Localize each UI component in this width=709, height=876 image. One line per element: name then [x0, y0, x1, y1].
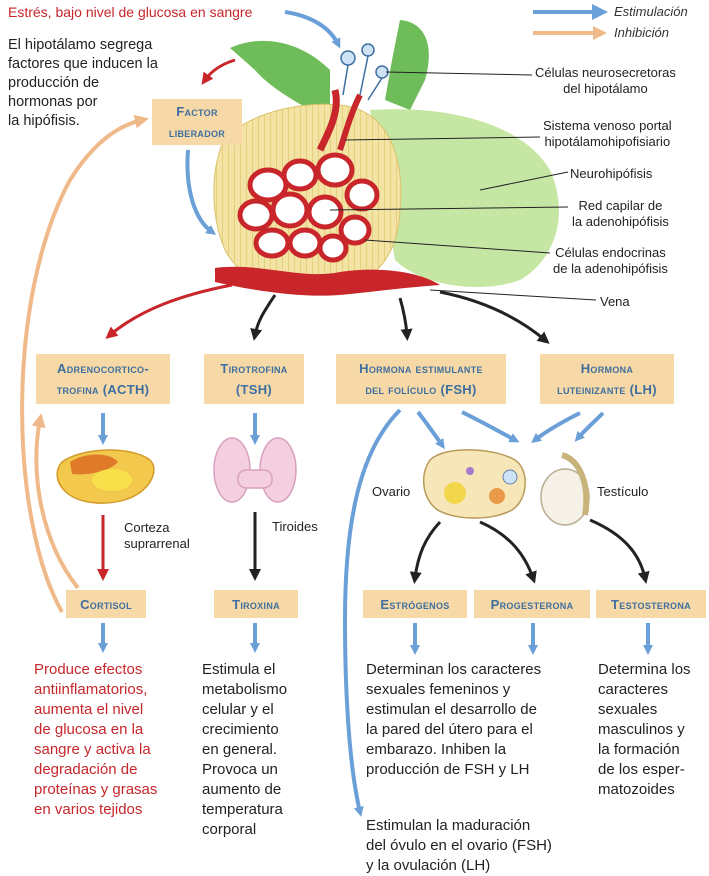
ovary-label: Ovario — [372, 484, 411, 499]
cortisol-box: Cortisol — [66, 590, 146, 618]
adrenal-gland-illustration — [56, 449, 155, 504]
hypothalamus-description: El hipotálamo segrega factores que induc… — [8, 37, 158, 129]
tiroxina-box: Tiroxina — [214, 590, 298, 618]
stress-arrow — [284, 10, 341, 49]
testicle-illustration — [540, 452, 590, 526]
ovary-illustration — [423, 449, 526, 519]
adrenal-cortex-label: Corteza suprarrenal — [124, 520, 190, 551]
progesterona-box: Progesterona — [474, 590, 590, 618]
tsh-box: Tirotrofina (TSH) — [204, 354, 304, 404]
capillary-network-label: Red capilar de la adenohipófisis — [572, 198, 669, 229]
neurosecretory-cells-label: Células neurosecretoras del hipotálamo — [535, 65, 676, 96]
cortisol-inhibits-factor-arrow — [20, 114, 149, 613]
gland-to-acth-arrow — [105, 283, 233, 339]
pituitary-gland — [213, 20, 559, 296]
cortisol-effect-text: Produce efectos antiinflamatorios, aumen… — [34, 661, 158, 818]
thyroid-label: Tiroides — [272, 519, 318, 534]
endocrine-cells-label: Células endocrinas de la adenohipófisis — [553, 245, 668, 276]
gland-to-lh-arrow — [439, 290, 550, 344]
legend-stimulation-label: Estimulación — [614, 4, 688, 19]
fsh-lh-effect-text: Estimulan la maduración del óvulo en el … — [366, 817, 552, 874]
estrogenos-box: Estrógenos — [363, 590, 467, 618]
cortisol-inhibits-acth-arrow — [31, 413, 80, 590]
female-hormones-effect-text: Determinan los caracteres sexuales femen… — [366, 661, 542, 778]
testosterona-box: Testosterona — [596, 590, 706, 618]
tiroxina-effect-text: Estimula el metabolismo celular y el cre… — [202, 661, 288, 838]
fsh-to-ovary-arrow — [416, 410, 445, 450]
vein-label: Vena — [600, 294, 630, 309]
neurohypophysis-label: Neurohipófisis — [570, 166, 653, 181]
portal-system-label: Sistema venoso portal hipotálamohipofisi… — [543, 118, 672, 149]
fsh-box: Hormona estimulante del folículo (FSH) — [336, 354, 506, 404]
lh-to-testicle-arrow — [574, 411, 605, 442]
hypothalamus-secretion-arrow — [201, 58, 236, 85]
ovary-to-progesterona-arrow — [479, 520, 537, 584]
vein-shape — [215, 266, 440, 296]
fsh-lh-to-ovule-arrow — [342, 408, 402, 817]
lh-box: Hormona luteinizante (LH) — [540, 354, 674, 404]
testosterona-effect-text: Determina los caracteres sexuales mascul… — [598, 661, 691, 798]
lh-to-ovary-arrow — [531, 411, 581, 444]
fsh-to-testicle-arrow — [461, 410, 520, 443]
factor-liberador-box: Factor liberador — [152, 99, 242, 145]
legend-inhibition-label: Inhibición — [614, 25, 669, 40]
neurohypophysis-shape — [370, 109, 559, 288]
stress-trigger: Estrés, bajo nivel de glucosa en sangre — [8, 4, 253, 20]
thyroid-illustration — [213, 437, 297, 503]
gland-to-tsh-arrow — [250, 294, 277, 341]
ovary-to-estrogenos-arrow — [409, 520, 442, 584]
acth-box: Adrenocortico- trofina (ACTH) — [36, 354, 170, 404]
factor-to-gland-arrow — [185, 149, 217, 235]
leader-lines — [329, 71, 597, 301]
testicle-label: Testículo — [597, 484, 649, 499]
testicle-to-testosterona-arrow — [589, 518, 650, 584]
gland-to-fsh-arrow — [398, 297, 413, 341]
